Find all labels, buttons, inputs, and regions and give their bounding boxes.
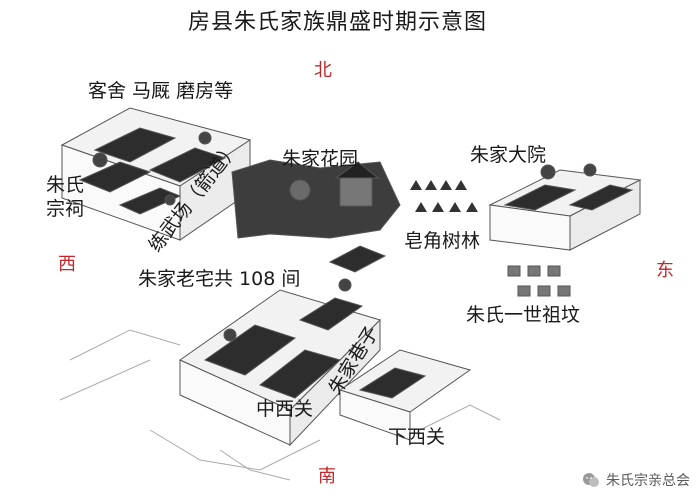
tomb-mounds	[507, 265, 571, 297]
label-ancestral-hall-2: 宗祠	[46, 198, 85, 220]
label-lower-west-gate: 下西关	[388, 426, 446, 448]
watermark-text: 朱氏宗亲总会	[606, 473, 690, 489]
direction-north: 北	[314, 60, 332, 81]
label-locust-forest: 皂角树林	[404, 230, 481, 252]
direction-south: 南	[318, 466, 336, 487]
label-old-house: 朱家老宅共 108 间	[138, 268, 301, 290]
direction-west: 西	[58, 254, 76, 275]
watermark: 朱氏宗亲总会	[582, 470, 690, 490]
nw-compound	[60, 107, 252, 241]
label-guest-stable-mill: 客舍 马厩 磨房等	[88, 80, 234, 102]
label-first-ancestor-tombs: 朱氏一世祖坟	[466, 304, 581, 326]
label-ancestral-hall-1: 朱氏	[46, 174, 85, 196]
label-garden: 朱家花园	[282, 148, 359, 170]
direction-east: 东	[656, 260, 674, 281]
old-house-compound	[178, 245, 387, 447]
label-big-courtyard: 朱家大院	[470, 144, 547, 166]
big-courtyard-compound	[488, 163, 642, 251]
lower-west-compound	[338, 349, 472, 441]
map-title: 房县朱氏家族鼎盛时期示意图	[188, 10, 488, 35]
locust-forest-trees	[410, 180, 478, 212]
garden-area	[231, 159, 401, 239]
label-middle-west-gate: 中西关	[256, 398, 314, 420]
town-outlines	[59, 329, 501, 481]
wechat-icon	[583, 473, 599, 487]
